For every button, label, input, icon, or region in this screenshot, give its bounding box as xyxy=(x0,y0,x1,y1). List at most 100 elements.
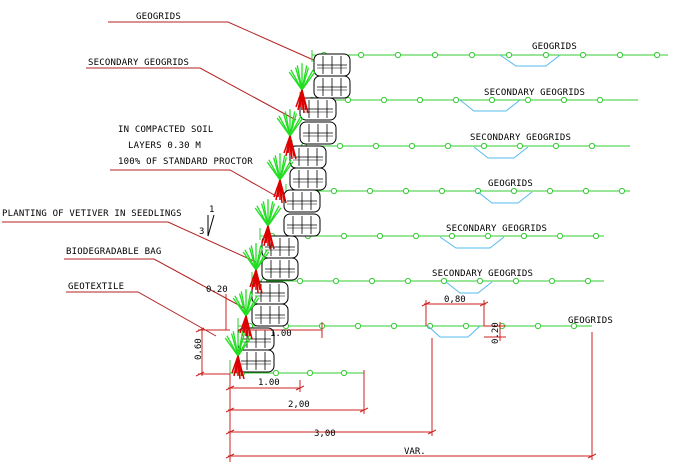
geogrid-layer xyxy=(252,277,604,285)
label-geogrids: GEOGRIDS xyxy=(136,12,181,22)
geogrid-layer xyxy=(292,142,630,150)
geogrid-node xyxy=(368,277,376,285)
vetiver-plant xyxy=(276,109,304,160)
bag xyxy=(251,303,289,327)
dim-020-left: 0.20 xyxy=(206,285,228,295)
leader-geotextile xyxy=(66,291,217,337)
vetiver-plant xyxy=(266,153,294,204)
leader-planting xyxy=(2,221,257,263)
geogrid-layer xyxy=(286,187,630,195)
bag xyxy=(283,213,321,237)
bag xyxy=(283,189,321,213)
geogrid-node xyxy=(330,187,338,195)
geogrid-node xyxy=(480,142,488,150)
drain-5 xyxy=(439,236,505,249)
dim-300: 3,00 xyxy=(314,429,336,439)
geogrid-node xyxy=(408,142,416,150)
geogrid-node xyxy=(505,51,513,59)
grid-label-1: GEOGRIDS xyxy=(532,42,577,52)
biodegradable-bags xyxy=(237,53,351,373)
geogrid-node xyxy=(596,96,604,104)
geogrid-node xyxy=(546,187,554,195)
geogrid-node xyxy=(376,232,384,240)
leader-lines xyxy=(2,21,319,337)
leader-secondary xyxy=(86,67,297,121)
geogrid-node xyxy=(524,96,532,104)
dim-100-lower: 1.00 xyxy=(258,378,280,388)
geogrid-node xyxy=(462,322,470,330)
geogrid-node xyxy=(357,51,365,59)
geogrid-node xyxy=(380,96,388,104)
geogrid-node xyxy=(556,232,564,240)
geogrid-node xyxy=(582,187,590,195)
bag xyxy=(299,97,337,121)
geogrid-layer xyxy=(230,369,364,377)
label-planting: PLANTING OF VETIVER IN SEEDLINGS xyxy=(2,209,182,219)
bag xyxy=(289,167,327,191)
geogrid-node xyxy=(510,187,518,195)
geogrid-node xyxy=(372,142,380,150)
dim-080: 0,80 xyxy=(444,295,466,305)
geogrid-node xyxy=(344,96,352,104)
geogrid-layers xyxy=(229,50,668,377)
geogrid-node xyxy=(512,277,520,285)
geogrid-node xyxy=(452,96,460,104)
geogrid-node xyxy=(552,142,560,150)
geogrid-node xyxy=(534,322,542,330)
leader-compacted xyxy=(110,169,277,197)
geogrid-node xyxy=(412,232,420,240)
geogrid-node xyxy=(516,142,524,150)
geogrid-node xyxy=(584,277,592,285)
geogrid-node xyxy=(296,277,304,285)
label-compacted-3: 100% OF STANDARD PROCTOR xyxy=(118,157,253,167)
geogrid-layer xyxy=(300,96,638,104)
geogrid-node xyxy=(336,142,344,150)
drain-7 xyxy=(427,325,481,338)
geogrid-node xyxy=(616,51,624,59)
dim-200: 2,00 xyxy=(288,400,310,410)
geogrid-layer xyxy=(312,51,668,59)
vetiver-plant xyxy=(232,289,260,340)
vetiver-plants xyxy=(224,63,316,380)
geogrid-node xyxy=(416,96,424,104)
label-compacted-2: LAYERS 0.30 M xyxy=(128,141,201,151)
vetiver-plant xyxy=(288,63,316,114)
slope-run: 3 xyxy=(199,227,204,237)
geogrid-node xyxy=(448,232,456,240)
geogrid-node xyxy=(592,232,600,240)
label-compacted-1: IN COMPACTED SOIL xyxy=(118,125,214,135)
geogrid-node xyxy=(402,187,410,195)
annotation-labels: GEOGRIDS SECONDARY GEOGRIDS IN COMPACTED… xyxy=(2,12,253,292)
geogrid-node xyxy=(570,322,578,330)
label-bag: BIODEGRADABLE BAG xyxy=(66,247,162,257)
dimension-lines xyxy=(198,294,593,462)
bag xyxy=(261,257,299,281)
geogrid-node xyxy=(484,232,492,240)
geogrid-node xyxy=(579,51,587,59)
grid-label-3: SECONDARY GEOGRIDS xyxy=(470,133,571,143)
geogrid-node xyxy=(394,51,402,59)
geogrid-node xyxy=(468,51,476,59)
bag xyxy=(237,349,275,373)
geogrid-node xyxy=(366,187,374,195)
grid-label-5: SECONDARY GEOGRIDS xyxy=(446,224,547,234)
geogrid-node xyxy=(618,187,626,195)
geogrid-layer xyxy=(238,322,592,330)
dim-060: 0.60 xyxy=(194,338,204,360)
geogrid-node xyxy=(404,277,412,285)
leader-geogrids xyxy=(108,21,319,63)
geogrid-node xyxy=(332,277,340,285)
geogrid-node xyxy=(354,322,362,330)
leader-bag xyxy=(64,258,245,309)
label-secondary-geogrids: SECONDARY GEOGRIDS xyxy=(88,58,189,68)
geogrid-node xyxy=(306,369,314,377)
geogrid-node xyxy=(444,142,452,150)
geogrid-node xyxy=(548,277,556,285)
dim-var: VAR. xyxy=(404,447,426,457)
dimension-ticks xyxy=(195,301,597,459)
bag xyxy=(313,75,351,99)
grid-labels: GEOGRIDS SECONDARY GEOGRIDS SECONDARY GE… xyxy=(432,42,613,326)
dim-020-right: 0.20 xyxy=(491,322,501,344)
